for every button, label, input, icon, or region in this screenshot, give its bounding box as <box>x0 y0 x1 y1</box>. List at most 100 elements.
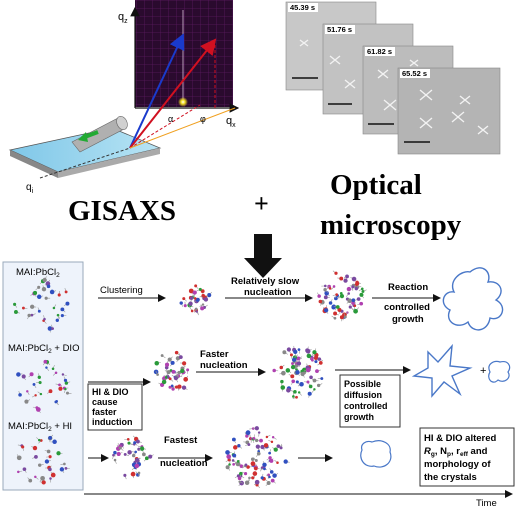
projected-beam <box>129 104 201 149</box>
nucleus-row3-atom <box>245 430 251 436</box>
cluster-row1-atom <box>200 289 205 294</box>
nucleus-row3 <box>225 426 290 489</box>
precursor-group-1-atom <box>65 301 70 306</box>
nucleus-row1-atom <box>343 278 348 283</box>
precursor-group-2-atom <box>61 373 65 376</box>
precursor-group-3-atom <box>34 454 38 459</box>
row2-plus: + <box>480 365 486 377</box>
nucleus-row3-atom <box>255 444 260 449</box>
nucleus-row3-atom <box>235 461 241 467</box>
nucleus-row1-atom <box>360 287 364 291</box>
precursor-group-2-atom <box>64 381 69 385</box>
cluster-row1-atom <box>198 287 202 291</box>
nucleus-row1-atom <box>355 281 360 286</box>
precursor-group-1-atom <box>60 314 64 318</box>
precursor-group-1-atom <box>47 326 53 331</box>
nucleus-row2-atom <box>289 353 293 357</box>
nucleus-row3-atom <box>257 431 261 434</box>
cluster-row2-atom <box>186 368 190 372</box>
nucleus-row2-atom <box>295 395 298 399</box>
label-growth: growth <box>392 314 424 325</box>
qz-label: qz <box>118 11 128 25</box>
cluster-row2 <box>153 350 190 391</box>
crystal-row2-small <box>488 360 511 383</box>
summary-1: HI & DIO altered <box>424 433 497 444</box>
nucleus-row1-atom <box>339 291 343 295</box>
cluster-row1-atom <box>195 297 200 302</box>
precursor-group-1-atom <box>51 327 54 330</box>
cluster-row2-atom <box>183 377 189 382</box>
nucleus-row2-atom <box>320 377 324 381</box>
crystal-texture <box>299 39 489 135</box>
nucleus-row1-atom <box>317 294 321 298</box>
cluster-row2-atom <box>168 385 172 389</box>
nucleus-row2-atom <box>314 360 318 364</box>
nucleus-row3-atom <box>254 438 259 443</box>
gisaxs-schematic: qz qx qi α φ <box>8 0 240 195</box>
nucleus-row3-atom <box>244 463 248 467</box>
alpha-label: α <box>168 114 173 124</box>
nucleus-row3-atom <box>271 435 275 439</box>
nucleus-row1-atom <box>323 295 328 300</box>
cluster-row1-atom <box>203 297 209 302</box>
scattered-beam-red <box>129 38 217 149</box>
precursor-group-3-atom <box>28 478 33 483</box>
cluster-row1-atom <box>192 290 197 295</box>
cluster-row2-atom <box>177 370 181 375</box>
precursor-group-1-atom <box>46 284 51 289</box>
nucleus-row3-atom <box>237 476 242 481</box>
precursor-group-3-atom <box>40 475 45 481</box>
nucleus-row2-atom <box>291 357 297 362</box>
nucleus-row3-atom <box>265 435 269 439</box>
nucleus-row3-atom <box>250 457 255 461</box>
nucleus-row1-atom <box>351 300 356 305</box>
nucleus-row2-atom <box>307 391 312 396</box>
label-slow-1: Relatively slow <box>231 276 300 287</box>
nucleus-row2-atom <box>312 350 317 355</box>
microscopy-title: microscopy <box>320 209 462 241</box>
cluster-row2-atom <box>166 370 171 375</box>
nucleus-row1-atom <box>328 287 332 290</box>
nucleus-row1-atom <box>351 276 357 282</box>
nucleus-row2-atom <box>280 385 286 390</box>
nucleus-row1-atom <box>354 286 359 291</box>
frame-time-2: 51.76 s <box>327 25 352 34</box>
precursor-group-1-atom <box>30 304 35 309</box>
nucleus-row2-atom <box>290 364 296 370</box>
cluster-row1-atom <box>194 307 198 311</box>
precursor-group-2-atom <box>64 387 67 391</box>
nucleus-row2-atom <box>316 383 321 388</box>
nucleus-row1-atom <box>359 301 364 306</box>
cluster-row1-atom <box>195 310 198 313</box>
cluster-row2-atom <box>174 350 179 355</box>
cluster-row1-atom <box>207 293 212 298</box>
cluster-row3-atom <box>118 446 122 450</box>
label-clustering: Clustering <box>100 285 143 296</box>
nucleus-row3-atom <box>244 480 250 486</box>
cluster-row3-atom <box>130 471 136 477</box>
cluster-row2-atom <box>164 375 168 379</box>
precursor-group-1-atom <box>60 307 65 312</box>
nucleus-row3-atom <box>259 438 263 443</box>
phi-label: φ <box>200 114 206 124</box>
precursor-group-1-atom <box>27 313 31 318</box>
nucleus-row3-atom <box>252 471 258 476</box>
detector-spot <box>178 97 188 107</box>
optical-title: Optical <box>330 169 422 201</box>
cluster-row2-atom <box>171 387 175 391</box>
cluster-row2-atom <box>174 385 179 389</box>
nucleus-row3-atom <box>256 451 261 456</box>
nucleus-row3-atom <box>232 453 237 458</box>
precursor-group-3-atom <box>59 467 65 472</box>
nucleus-row3-atom <box>272 473 277 478</box>
cluster-row3-atom <box>134 463 140 469</box>
nucleus-row3-atom <box>225 465 230 470</box>
time-label: Time <box>476 498 497 508</box>
precursor-group-2-atom <box>54 371 58 375</box>
induction-2: cause <box>92 397 118 407</box>
nucleus-row2-atom <box>280 379 284 384</box>
precursor-group-1-atom <box>44 296 48 300</box>
nucleus-row3-atom <box>245 434 249 438</box>
cluster-row2-atom <box>154 360 160 366</box>
